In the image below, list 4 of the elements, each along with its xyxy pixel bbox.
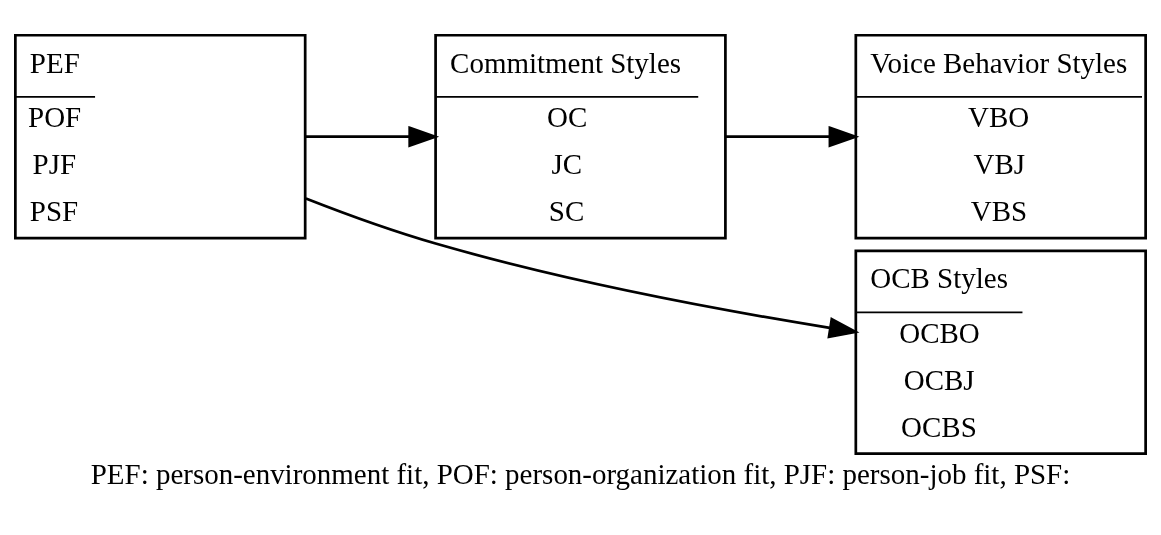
arrow (305, 125, 440, 147)
caption: PEF: person-environment fit, POF: person-organization fit, PJF: person-job fit, PSF: (90, 457, 1071, 490)
arrow (305, 196, 860, 338)
arrow (725, 125, 860, 147)
